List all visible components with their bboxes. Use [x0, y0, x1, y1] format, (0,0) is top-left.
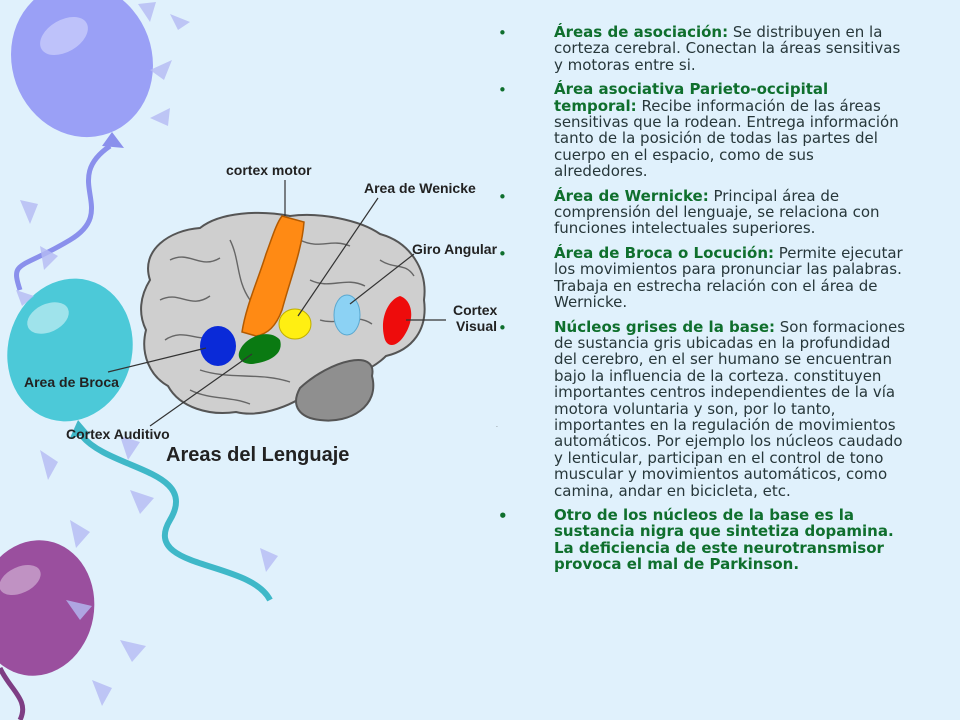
bullet-areas-asociacion: • Áreas de asociación: Se distribuyen en… [498, 24, 908, 73]
bullet-symbol: • [498, 24, 507, 42]
bullet-heading: Núcleos grises de la base: [554, 317, 776, 336]
bullet-broca: • Área de Broca o Locución: Permite ejec… [498, 245, 908, 311]
confetti [16, 2, 278, 706]
label-cortex-motor: cortex motor [226, 162, 312, 178]
bullet-symbol: • [498, 506, 508, 525]
bullet-text: Permite ejecutar los movimientos para pr… [554, 243, 903, 312]
brain-illustration [107, 180, 446, 427]
visual-cortex-region [382, 296, 412, 345]
bullet-symbol: • [498, 318, 507, 337]
wernicke-region [278, 308, 312, 340]
bullet-symbol: • [498, 187, 507, 206]
brain-language-areas-figure: cortex motor Area de Wenicke Giro Angula… [0, 150, 520, 480]
bullet-heading: Área asociativa Parieto-occipital tempor… [554, 80, 829, 115]
angular-gyrus-region [333, 294, 361, 336]
bullet-heading: Áreas de asociación: [554, 23, 729, 41]
label-area-wernicke: Area de Wenicke [364, 180, 476, 196]
figure-title: Areas del Lenguaje [166, 444, 350, 466]
cerebellum-shape [295, 359, 375, 422]
bullet-list: • Áreas de asociación: Se distribuyen en… [498, 24, 908, 581]
bullet-nucleos-grises: • Núcleos grises de la base: Son formaci… [498, 317, 908, 500]
bullet-wernicke: • Área de Wernicke: Principal área de co… [498, 186, 908, 238]
blue-balloon [11, 0, 153, 291]
broca-region [200, 326, 236, 366]
purple-balloon [0, 540, 95, 720]
bullet-text: Son formaciones de sustancia gris ubicad… [554, 317, 906, 500]
bullet-sustancia-nigra: • Otro de los núcleos de la base es la s… [498, 507, 908, 573]
label-cortex-visual-line1: Cortex [453, 302, 498, 318]
bullet-heading: Área de Wernicke: [554, 186, 709, 205]
bullet-text: Recibe información de las áreas sensitiv… [554, 96, 899, 181]
motor-cortex-region [241, 215, 305, 337]
bullet-text: Se distribuyen en la corteza cerebral. C… [554, 23, 901, 74]
label-giro-angular: Giro Angular [412, 241, 498, 257]
bullet-heading: Otro de los núcleos de la base es la sus… [554, 505, 894, 574]
bullet-text: Principal área de comprensión del lengua… [554, 186, 880, 238]
bullet-parieto-occipital: • Área asociativa Parieto-occipital temp… [498, 81, 908, 179]
bullet-symbol: • [498, 81, 507, 100]
label-cortex-auditivo: Cortex Auditivo [66, 426, 170, 442]
bullet-symbol: • [498, 244, 507, 263]
bullet-heading: Área de Broca o Locución: [554, 243, 775, 262]
label-cortex-visual-line2: Visual [456, 318, 497, 334]
stray-mark: . [496, 422, 498, 429]
pointer-lines [107, 180, 446, 427]
label-area-broca: Area de Broca [24, 374, 119, 390]
teal-balloon [7, 278, 273, 602]
